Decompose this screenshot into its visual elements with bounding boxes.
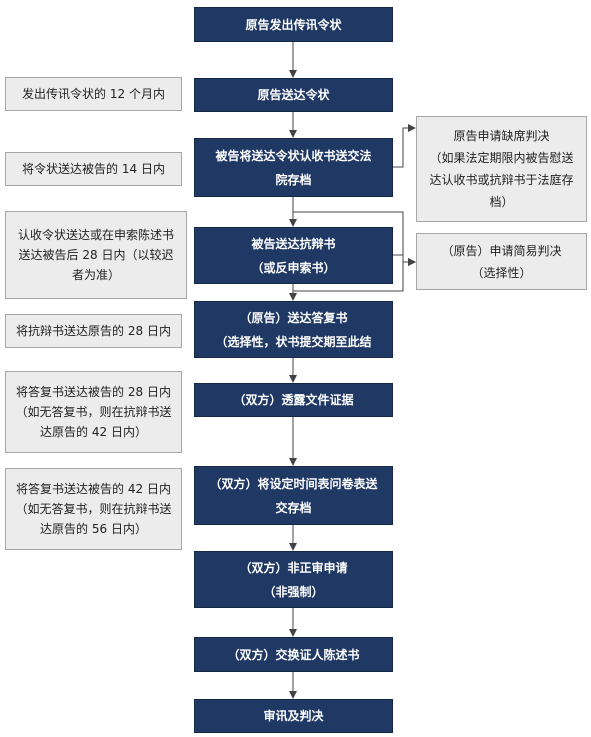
time-note-14-days: 将令状送达被告的 14 日内 [5, 152, 182, 186]
step-exchange-witness-statements-line-1: （双方）交换证人陈述书 [227, 647, 360, 662]
time-note-28-42-days: 将答复书送达被告的 28 日内 （如无答复书，则在抗辩书送 达原告的 42 日内… [5, 371, 182, 453]
step-trial-judgment: 审讯及判决 [194, 699, 393, 733]
step-timetabling-questionnaire-line-2: 交存档 [275, 500, 312, 515]
step-discovery: （双方）透露文件证据 [194, 383, 393, 417]
arrow-summary-return [293, 262, 404, 292]
branch-default-judgment: 原告申请缺席判决 （如果法定期限内被告慰送 达认收书或抗辩书于法庭存 档） [416, 116, 587, 222]
step-interlocutory-application: （双方）非正审申请 （非强制） [194, 551, 393, 608]
time-note-42-56-days-line-1: 将答复书送达被告的 42 日内 [16, 482, 171, 496]
step-issue-writ-line-1: 原告发出传讯令状 [245, 17, 342, 32]
time-note-42-56-days: 将答复书送达被告的 42 日内 （如无答复书，则在抗辩书送 达原告的 56 日内… [5, 468, 182, 550]
step-timetabling-questionnaire: （双方）将设定时间表问卷表送 交存档 [194, 466, 393, 525]
arrow-from-defence-to-summary [392, 254, 416, 266]
time-note-12-months-line-1: 发出传讯令状的 12 个月内 [22, 87, 165, 101]
time-note-28-days-defence: 将抗辩书送达原告的 28 日内 [5, 314, 182, 348]
step-serve-reply: （原告）送达答复书 （选择性，状书提交期至此结 [194, 301, 393, 358]
step-serve-defence: 被告送达抗辩书 （或反申索书） [194, 227, 393, 284]
time-note-28-42-days-line-1: 将答复书送达被告的 28 日内 [16, 385, 171, 399]
time-note-28-days-acknowledgment-line-3: 者为准） [71, 268, 120, 282]
branch-summary-judgment-line-2: （选择性） [471, 265, 532, 280]
branch-default-judgment-line-1: 原告申请缺席判决 [453, 129, 550, 143]
step-exchange-witness-statements: （双方）交换证人陈述书 [194, 637, 393, 672]
arrow-to-default-judgment [392, 124, 416, 168]
branch-summary-judgment-line-1: （原告）申请简易判决 [441, 243, 562, 258]
step-file-acknowledgment: 被告将送达令状认收书送交法 院存档 [194, 138, 393, 197]
time-note-28-42-days-line-2: （如无答复书，则在抗辩书送 [15, 405, 172, 419]
step-serve-writ: 原告送达令状 [194, 78, 393, 112]
step-interlocutory-application-line-1: （双方）非正审申请 [239, 560, 348, 575]
step-serve-defence-line-2: （或反申索书） [251, 260, 336, 275]
step-file-acknowledgment-line-1: 被告将送达令状认收书送交法 [215, 148, 372, 163]
step-issue-writ: 原告发出传讯令状 [194, 7, 393, 42]
time-note-12-months: 发出传讯令状的 12 个月内 [5, 77, 182, 111]
time-note-42-56-days-line-2: （如无答复书，则在抗辩书送 [15, 502, 172, 516]
step-serve-writ-line-1: 原告送达令状 [257, 88, 330, 102]
branch-summary-judgment: （原告）申请简易判决 （选择性） [416, 233, 587, 290]
step-timetabling-questionnaire-line-1: （双方）将设定时间表问卷表送 [209, 476, 378, 491]
branch-default-judgment-line-4: 档） [489, 195, 514, 209]
step-serve-defence-line-1: 被告送达抗辩书 [251, 236, 336, 251]
step-serve-reply-line-1: （原告）送达答复书 [239, 310, 348, 325]
time-note-28-days-defence-line-1: 将抗辩书送达原告的 28 日内 [16, 324, 171, 338]
step-serve-reply-line-2: （选择性，状书提交期至此结 [215, 334, 372, 349]
branch-default-judgment-line-2: （如果法定期限内被告慰送 [429, 151, 574, 165]
time-note-28-days-acknowledgment-line-2: 送达被告后 28 日内（以较迟 [18, 248, 174, 262]
step-trial-judgment-line-1: 审讯及判决 [263, 709, 324, 723]
time-note-28-days-acknowledgment: 认收令状送达或在申索陈述书 送达被告后 28 日内（以较迟 者为准） [5, 211, 187, 299]
time-note-42-56-days-line-3: 达原告的 56 日内） [40, 522, 147, 536]
branch-default-judgment-line-3: 达认收书或抗辩书于法庭存 [429, 173, 574, 187]
step-discovery-line-1: （双方）透露文件证据 [233, 393, 354, 407]
time-note-28-days-acknowledgment-line-1: 认收令状送达或在申索陈述书 [17, 228, 174, 242]
time-note-28-42-days-line-3: 达原告的 42 日内） [40, 425, 147, 439]
step-file-acknowledgment-line-2: 院存档 [275, 172, 312, 187]
time-note-14-days-line-1: 将令状送达被告的 14 日内 [22, 162, 165, 176]
step-interlocutory-application-line-2: （非强制） [263, 584, 324, 599]
